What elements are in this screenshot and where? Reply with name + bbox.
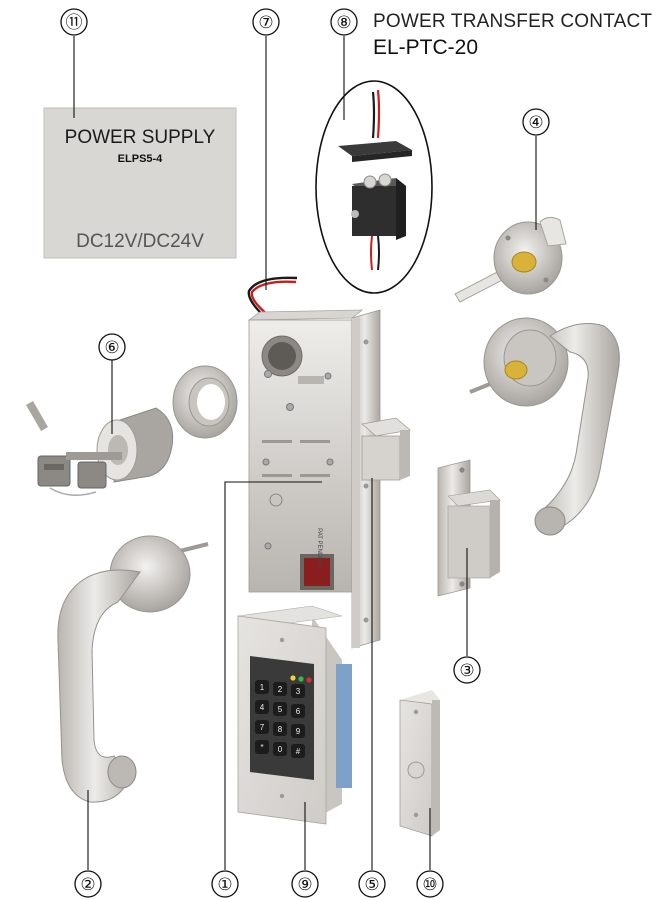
keypad-key: 2 [273,682,287,696]
callout-2-label: ② [80,875,95,895]
keypad-key: 8 [273,722,287,736]
key-label: 1 [260,683,265,692]
keypad-key: 4 [255,700,269,714]
keypad-key: 5 [273,702,287,716]
keypad-key: 1 [255,680,269,694]
callout-8-label: ⑧ [336,13,351,33]
callout-4-label: ④ [528,113,543,133]
callout-3-label: ③ [459,661,474,681]
callout-6-label: ⑥ [104,338,119,358]
callout-4: ④ [522,108,550,136]
keypad-key: 6 [291,704,305,718]
callout-1: ① [211,870,239,898]
outside-lever-handle [57,535,209,803]
key-label: 4 [260,703,265,712]
callout-8: ⑧ [330,8,358,36]
keypad-key: 0 [273,742,287,756]
key-label: * [260,743,263,752]
strike-plate [437,459,501,597]
power-supply-title: POWER SUPPLY [65,127,216,148]
power-transfer-contact [315,80,433,294]
key-label: 7 [260,723,265,732]
leader-lines [73,36,537,870]
callout-2: ② [74,870,102,898]
exit-button-plate [399,690,440,837]
keypad-key: * [255,740,269,754]
callout-3: ③ [453,656,481,684]
callout-11: ⑪ [60,8,88,36]
callout-9-label: ⑨ [297,875,312,895]
ptc-title: POWER TRANSFER CONTACT [373,11,652,32]
callout-11-label: ⑪ [66,13,83,33]
pat-pending-mark: PAT PENDING [316,528,322,568]
inside-rose-spindle [454,216,567,303]
keypad-key: 3 [291,684,305,698]
power-transfer-heading: POWER TRANSFER CONTACT EL-PTC-20 [373,11,652,59]
power-supply-box: POWER SUPPLY ELPS5-4 DC12V/DC24V [43,107,237,259]
power-supply-model: ELPS5-4 [118,153,164,165]
callout-10-label: ⑩ [422,875,437,895]
key-label: 2 [278,685,283,694]
ptc-model: EL-PTC-20 [373,36,478,59]
key-label: 6 [296,707,301,716]
key-label: 3 [296,687,301,696]
callout-6: ⑥ [98,333,126,361]
keypad-key: 9 [291,724,305,738]
callout-5-label: ⑤ [364,875,379,895]
callout-7-label: ⑦ [258,13,273,33]
power-supply-voltage: DC12V/DC24V [76,231,204,252]
callout-10: ⑩ [416,870,444,898]
keypad-keys: 1 2 3 4 5 6 7 8 9 * 0 # [255,680,305,758]
key-label: 5 [278,705,283,714]
key-label: # [296,747,301,756]
key-label: 8 [278,725,283,734]
callout-9: ⑨ [291,870,319,898]
key-label: 9 [296,727,301,736]
callout-7: ⑦ [252,8,280,36]
mortise-lock-body: PAT PENDING [247,276,411,649]
callout-5: ⑤ [358,870,386,898]
keypad-key: # [291,744,305,758]
inside-lever-handle [469,317,620,536]
cylinder-and-keys [26,365,238,496]
keypad-unit: 1 2 3 4 5 6 7 8 9 * 0 # [237,605,352,825]
key-label: 0 [278,745,283,754]
callout-1-label: ① [217,875,232,895]
keypad-key: 7 [255,720,269,734]
